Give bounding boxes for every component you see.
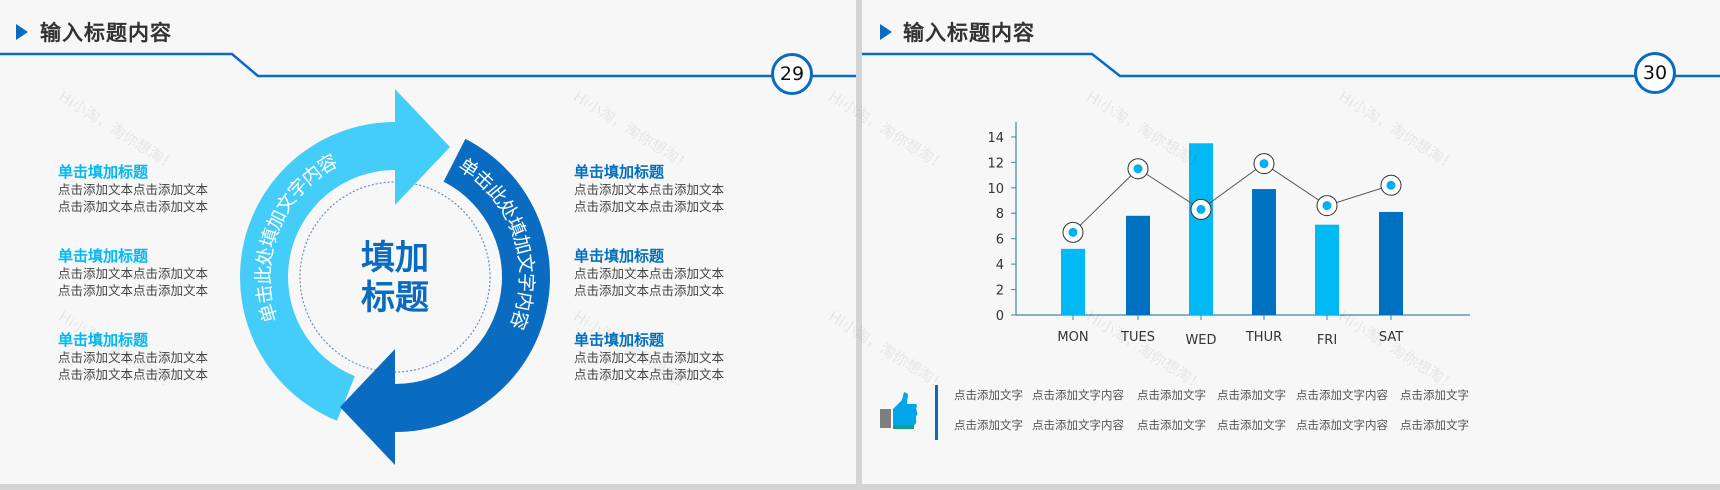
light-arc-label-text: 单击此处填加文字内容 [252, 150, 341, 325]
line-series [1072, 163, 1392, 233]
y-tick-label: 0 [996, 309, 1004, 324]
y-tick-label: 6 [996, 233, 1004, 248]
block-heading: 单击填加标题 [574, 331, 665, 349]
line-point [1068, 227, 1078, 237]
title-triangle-icon [16, 24, 28, 40]
block-heading: 单击填加标题 [58, 163, 149, 181]
footer-text: 点击添加文字内容 [1032, 388, 1124, 402]
block-heading: 单击填加标题 [574, 163, 665, 181]
header-line [0, 52, 856, 78]
block-line: 点击添加文本点击添加文本 [58, 367, 209, 382]
center-title-line: 标题 [361, 278, 429, 318]
header-line [862, 52, 1720, 78]
block-line: 点击添加文本点击添加文本 [58, 283, 209, 298]
line-point [1196, 204, 1206, 214]
light-arc-arrow [239, 121, 395, 421]
block-line: 点击添加文本点击添加文本 [58, 182, 209, 197]
text-block: 单击填加标题 点击添加文本点击添加文本 点击添加文本点击添加文本 [574, 163, 774, 215]
line-point [1133, 164, 1143, 174]
thumbs-up-icon [880, 392, 918, 429]
dark-arc-arrow [395, 138, 550, 432]
x-tick-label: THUR [1245, 330, 1282, 345]
y-tick-label: 10 [987, 182, 1004, 197]
slide-29: 输入标题内容 29 单击此处填加文字内容单击此处填加文字内容 填加 标题 单击填… [0, 0, 856, 484]
bar-fri [1315, 224, 1339, 315]
center-title-line: 填加 [361, 238, 429, 278]
block-line: 点击添加文本点击添加文本 [58, 266, 209, 281]
dark-arrowhead [340, 349, 395, 465]
footer-text: 点击添加文字 [954, 388, 1023, 402]
x-tick-label: SAT [1379, 330, 1403, 345]
bar-thur [1252, 189, 1276, 315]
footer-text: 点击添加文字 [1400, 418, 1469, 432]
light-arc-label: 单击此处填加文字内容 [252, 150, 341, 325]
footer-text: 点击添加文字内容 [1032, 418, 1124, 432]
y-tick-label: 12 [987, 156, 1004, 171]
text-block: 单击填加标题 点击添加文本点击添加文本 点击添加文本点击添加文本 [58, 163, 258, 215]
block-line: 点击添加文本点击添加文本 [574, 283, 725, 298]
footer-text: 点击添加文字 [954, 418, 1023, 432]
light-arrowhead [395, 89, 450, 205]
text-block: 单击填加标题 点击添加文本点击添加文本 点击添加文本点击添加文本 [58, 247, 258, 299]
y-tick-label: 2 [996, 284, 1004, 299]
bar-mon [1061, 248, 1085, 315]
text-block: 单击填加标题 点击添加文本点击添加文本 点击添加文本点击添加文本 [58, 331, 258, 383]
bar-tues [1126, 215, 1150, 315]
title-triangle-icon [880, 24, 892, 40]
cycle-diagram: 单击此处填加文字内容单击此处填加文字内容 [239, 89, 550, 465]
bar-sat [1379, 211, 1403, 315]
bar-wed [1189, 143, 1213, 315]
block-line: 点击添加文本点击添加文本 [58, 199, 209, 214]
footer-text: 点击添加文字 [1217, 388, 1286, 402]
y-tick-label: 14 [987, 131, 1004, 146]
footer-text: 点击添加文字 [1137, 388, 1206, 402]
x-tick-label: MON [1057, 330, 1088, 345]
footer-text: 点击添加文字 [1217, 418, 1286, 432]
line-point [1259, 159, 1269, 169]
y-tick-label: 4 [996, 258, 1004, 273]
footer-text: 点击添加文字内容 [1296, 418, 1388, 432]
slide-title: 输入标题内容 [903, 21, 1035, 45]
line-point [1322, 201, 1332, 211]
center-title: 填加 标题 [345, 238, 445, 318]
block-line: 点击添加文本点击添加文本 [574, 350, 725, 365]
slide-title: 输入标题内容 [40, 21, 172, 45]
x-tick-label: FRI [1317, 333, 1337, 348]
footer-text: 点击添加文字内容 [1296, 388, 1388, 402]
block-line: 点击添加文本点击添加文本 [574, 182, 725, 197]
block-line: 点击添加文本点击添加文本 [58, 350, 209, 365]
block-line: 点击添加文本点击添加文本 [574, 367, 725, 382]
page-number-badge: 29 [771, 53, 813, 95]
block-heading: 单击填加标题 [574, 247, 665, 265]
block-heading: 单击填加标题 [58, 247, 149, 265]
block-line: 点击添加文本点击添加文本 [574, 199, 725, 214]
footer-text: 点击添加文字 [1137, 418, 1206, 432]
text-block: 单击填加标题 点击添加文本点击添加文本 点击添加文本点击添加文本 [574, 331, 774, 383]
footer-text: 点击添加文字 [1400, 388, 1469, 402]
text-block: 单击填加标题 点击添加文本点击添加文本 点击添加文本点击添加文本 [574, 247, 774, 299]
footer-divider [935, 385, 938, 440]
x-tick-label: TUES [1120, 330, 1155, 345]
block-heading: 单击填加标题 [58, 331, 149, 349]
y-tick-label: 8 [996, 207, 1004, 222]
line-point [1386, 180, 1396, 190]
block-line: 点击添加文本点击添加文本 [574, 266, 725, 281]
x-tick-label: WED [1185, 333, 1216, 348]
page-number-badge: 30 [1634, 52, 1676, 94]
